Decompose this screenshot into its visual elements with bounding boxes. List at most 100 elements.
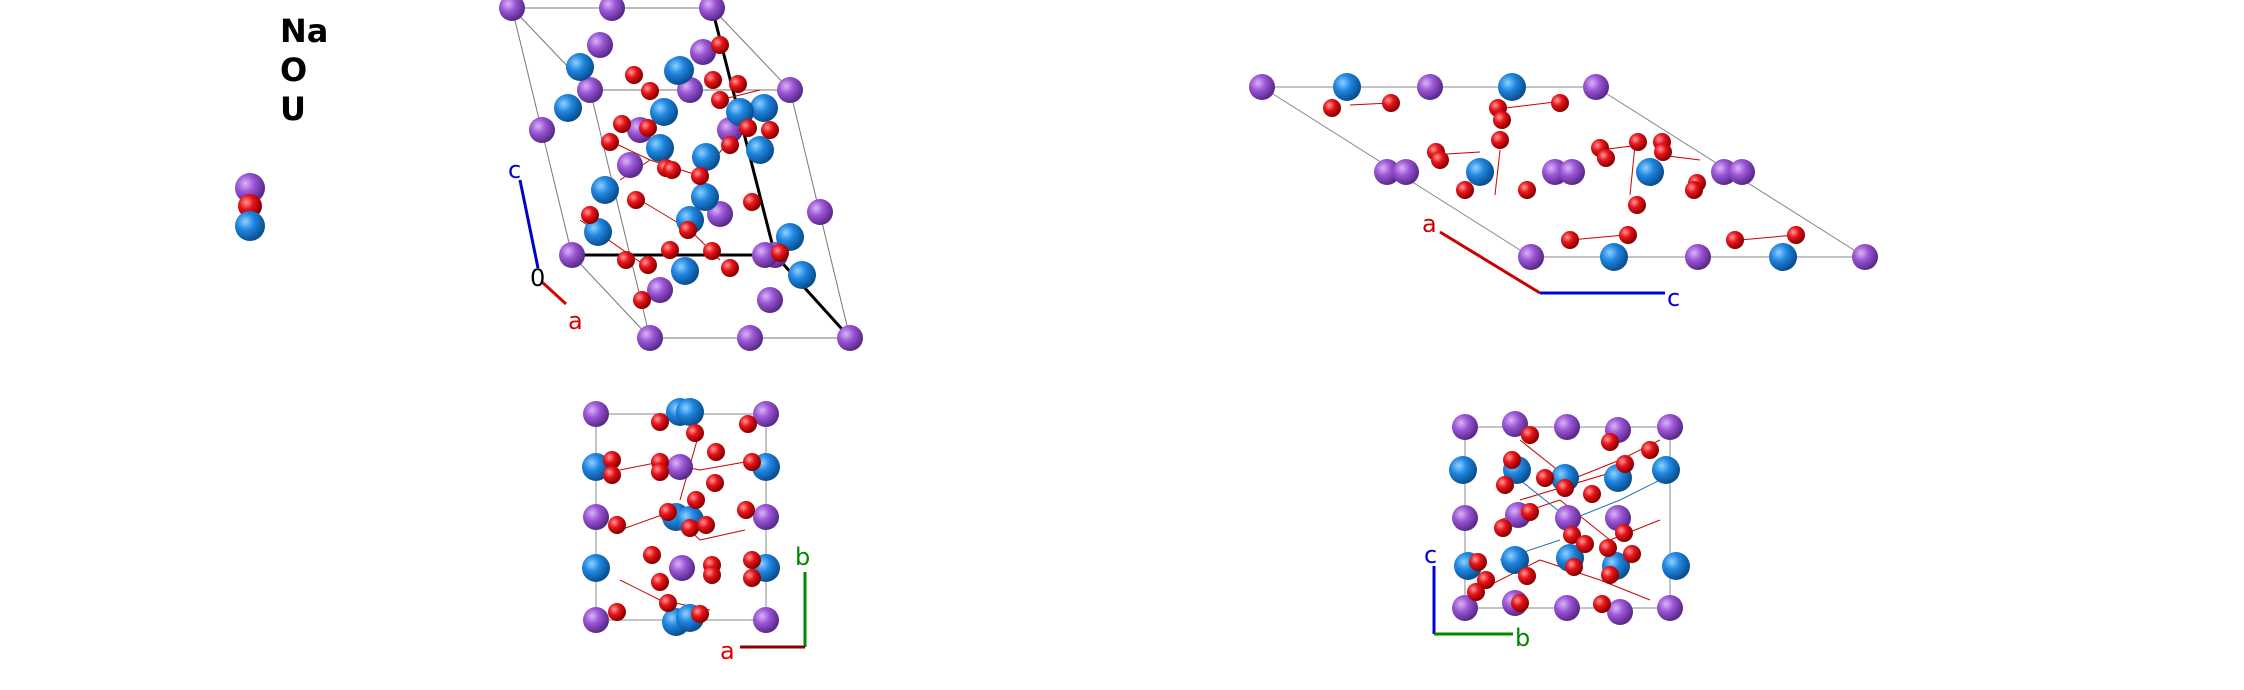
u-atom	[746, 136, 774, 164]
o-atom	[1477, 571, 1495, 589]
na-atom	[559, 242, 585, 268]
u-atom	[566, 53, 594, 81]
na-atom	[583, 401, 609, 427]
o-atom	[1494, 519, 1512, 537]
o-atom	[739, 119, 757, 137]
axis-label-a: a	[720, 637, 735, 665]
o-atom	[603, 466, 621, 484]
na-atom	[690, 39, 716, 65]
o-atom	[1518, 567, 1536, 585]
o-atom	[697, 516, 715, 534]
o-atom	[1521, 426, 1539, 444]
o-atom	[1496, 476, 1514, 494]
legend-label-u: U	[280, 90, 306, 128]
axes-along-a: c b	[1424, 541, 1530, 652]
u-atom	[646, 134, 674, 162]
na-atom	[1657, 414, 1683, 440]
o-atom	[743, 193, 761, 211]
na-atom	[757, 287, 783, 313]
u-o-bond	[1494, 149, 1501, 196]
axis-label-c: c	[1667, 284, 1680, 312]
na-atom	[777, 77, 803, 103]
u-o-bond	[1619, 479, 1661, 501]
na-atom	[1685, 244, 1711, 270]
na-atom	[583, 607, 609, 633]
o-atom	[639, 256, 657, 274]
u-atom	[554, 94, 582, 122]
na-atom	[1554, 595, 1580, 621]
u-o-bond	[699, 461, 746, 471]
u-atom	[584, 218, 612, 246]
o-atom	[659, 594, 677, 612]
o-atom	[613, 115, 631, 133]
unit-cell-edge	[571, 254, 651, 339]
na-atom	[1729, 159, 1755, 185]
o-atom	[641, 82, 659, 100]
u-atom	[1662, 552, 1690, 580]
o-atom	[1685, 181, 1703, 199]
u-o-bond	[1504, 101, 1556, 109]
u-atom	[750, 94, 778, 122]
na-atom	[1554, 414, 1580, 440]
u-atom	[1600, 243, 1628, 271]
o-atom	[743, 551, 761, 569]
o-atom	[1503, 451, 1521, 469]
legend-label-o: O	[280, 51, 308, 89]
o-atom	[1654, 143, 1672, 161]
o-atom	[581, 206, 599, 224]
o-atom	[1491, 131, 1509, 149]
axes-along-b: a c	[1422, 210, 1680, 312]
o-atom	[721, 136, 739, 154]
o-atom	[617, 251, 635, 269]
u-o-bond	[1739, 234, 1796, 241]
na-atom	[1374, 159, 1400, 185]
o-atom	[651, 413, 669, 431]
u-atom	[1498, 73, 1526, 101]
o-atom	[1628, 196, 1646, 214]
axis-label-b: b	[795, 543, 810, 571]
u-o-bond	[699, 529, 746, 541]
o-atom	[1551, 94, 1569, 112]
o-atom	[691, 605, 709, 623]
o-atom	[739, 415, 757, 433]
na-atom	[1502, 411, 1528, 437]
na-atom	[577, 77, 603, 103]
o-atom	[639, 119, 657, 137]
na-atom	[1452, 505, 1478, 531]
view-along-b	[1249, 73, 1878, 271]
o-atom	[679, 221, 697, 239]
o-atom	[1599, 539, 1617, 557]
na-atom	[753, 401, 779, 427]
u-o-bond	[1569, 234, 1626, 241]
na-atom	[669, 555, 695, 581]
o-atom	[1619, 226, 1637, 244]
legend-na-atom	[235, 173, 265, 203]
u-atom	[1769, 243, 1797, 271]
u-atom	[692, 143, 720, 171]
u-atom	[726, 98, 754, 126]
o-atom	[1601, 433, 1619, 451]
o-atom	[608, 603, 626, 621]
o-atom	[601, 133, 619, 151]
axis-label-origin: 0	[530, 264, 545, 292]
o-atom	[1726, 231, 1744, 249]
na-atom	[1711, 159, 1737, 185]
na-atom	[1583, 74, 1609, 100]
view-along-a	[1449, 411, 1690, 625]
axis-label-c: c	[508, 156, 521, 184]
o-atom	[761, 121, 779, 139]
u-atom	[691, 183, 719, 211]
unit-cell-axis-edge	[773, 253, 852, 340]
o-atom	[1623, 545, 1641, 563]
na-atom	[637, 325, 663, 351]
o-atom	[743, 453, 761, 471]
o-atom	[1565, 558, 1583, 576]
u-atom	[1466, 158, 1494, 186]
na-atom	[617, 152, 643, 178]
o-atom	[1583, 485, 1601, 503]
legend-u-atom	[235, 211, 265, 241]
axes-along-c: b a	[720, 543, 810, 665]
na-atom	[1555, 505, 1581, 531]
o-atom	[651, 573, 669, 591]
